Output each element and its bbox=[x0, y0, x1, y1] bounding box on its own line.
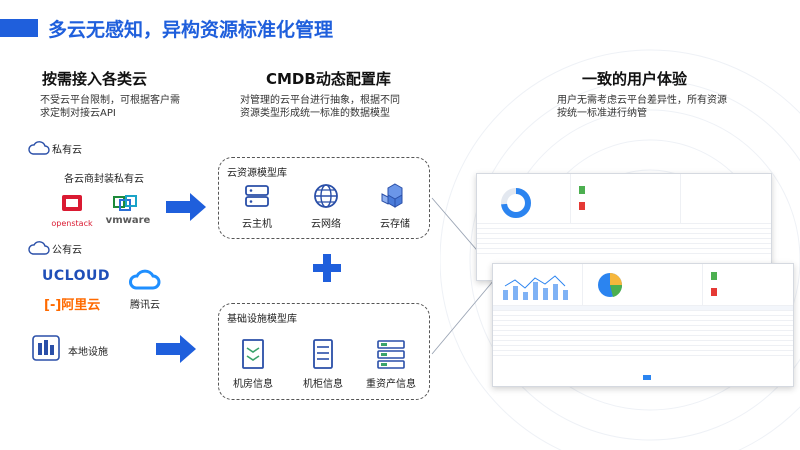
server-icon bbox=[245, 185, 269, 207]
public-cloud-tag: 公有云 bbox=[28, 240, 82, 256]
private-cloud-tag: 私有云 bbox=[28, 140, 82, 156]
ucloud-logo: UCLOUD bbox=[42, 268, 110, 284]
private-cloud-subtitle: 各云商封装私有云 bbox=[64, 174, 144, 185]
column-heading-cmdb: CMDB动态配置库 bbox=[266, 70, 391, 88]
globe-icon bbox=[314, 184, 338, 208]
cloud-outline-icon bbox=[28, 141, 50, 155]
cabinet-icon bbox=[313, 339, 333, 369]
tencent-cloud-icon bbox=[129, 269, 161, 290]
donut-chart-icon bbox=[501, 188, 531, 218]
building-icon bbox=[32, 335, 60, 361]
column-heading-connect: 按需接入各类云 bbox=[42, 70, 148, 88]
arrow-right-icon bbox=[156, 335, 196, 363]
vmware-mark-icon bbox=[113, 195, 137, 211]
title-accent-bar bbox=[0, 19, 38, 37]
bar-line-chart-icon bbox=[503, 275, 568, 300]
storage-cubes-icon bbox=[381, 183, 403, 208]
datacenter-item: 机房信息 bbox=[221, 338, 285, 390]
openstack-logo: openstack bbox=[44, 193, 100, 228]
infra-model-box: 基础设施模型库 机房信息 机柜信息 重资产信息 bbox=[218, 303, 430, 400]
cloud-outline-icon bbox=[28, 241, 50, 255]
openstack-mark-icon bbox=[62, 195, 82, 211]
cloud-host-item: 云主机 bbox=[225, 182, 289, 230]
tencent-cloud-logo: 腾讯云 bbox=[122, 268, 168, 312]
column-desc-ux: 用户无需考虑云平台差异性，所有资源 按统一标准进行纳管 bbox=[557, 95, 727, 119]
cloud-storage-item: 云存储 bbox=[363, 182, 427, 230]
cabinet-item: 机柜信息 bbox=[291, 338, 355, 390]
pie-chart-icon bbox=[598, 273, 623, 297]
pagination-active bbox=[643, 375, 651, 380]
local-facility-logo bbox=[30, 333, 62, 367]
aliyun-logo: [-]阿里云 bbox=[44, 298, 101, 313]
infra-model-title: 基础设施模型库 bbox=[227, 314, 297, 325]
dashboard-screenshot-front bbox=[492, 263, 794, 387]
datacenter-icon bbox=[242, 339, 264, 369]
cloud-model-box: 云资源模型库 云主机 云网络 云存储 bbox=[218, 157, 430, 239]
aliyun-bracket-icon: [-] bbox=[44, 298, 62, 313]
heavy-asset-icon bbox=[377, 340, 405, 369]
page-title: 多云无感知，异构资源标准化管理 bbox=[48, 19, 334, 41]
vmware-logo: vmware bbox=[104, 195, 152, 226]
column-desc-cmdb: 对管理的云平台进行抽象，根据不同 资源类型形成统一标准的数据模型 bbox=[240, 95, 400, 119]
column-desc-connect: 不受云平台限制，可根据客户需 求定制对接云API bbox=[40, 95, 180, 119]
cloud-network-item: 云网络 bbox=[294, 182, 358, 230]
cloud-model-title: 云资源模型库 bbox=[227, 168, 287, 179]
plus-icon bbox=[313, 254, 341, 282]
column-heading-ux: 一致的用户体验 bbox=[582, 70, 688, 88]
local-facility-label: 本地设施 bbox=[68, 347, 108, 358]
heavy-asset-item: 重资产信息 bbox=[359, 338, 423, 390]
arrow-right-icon bbox=[166, 193, 206, 221]
